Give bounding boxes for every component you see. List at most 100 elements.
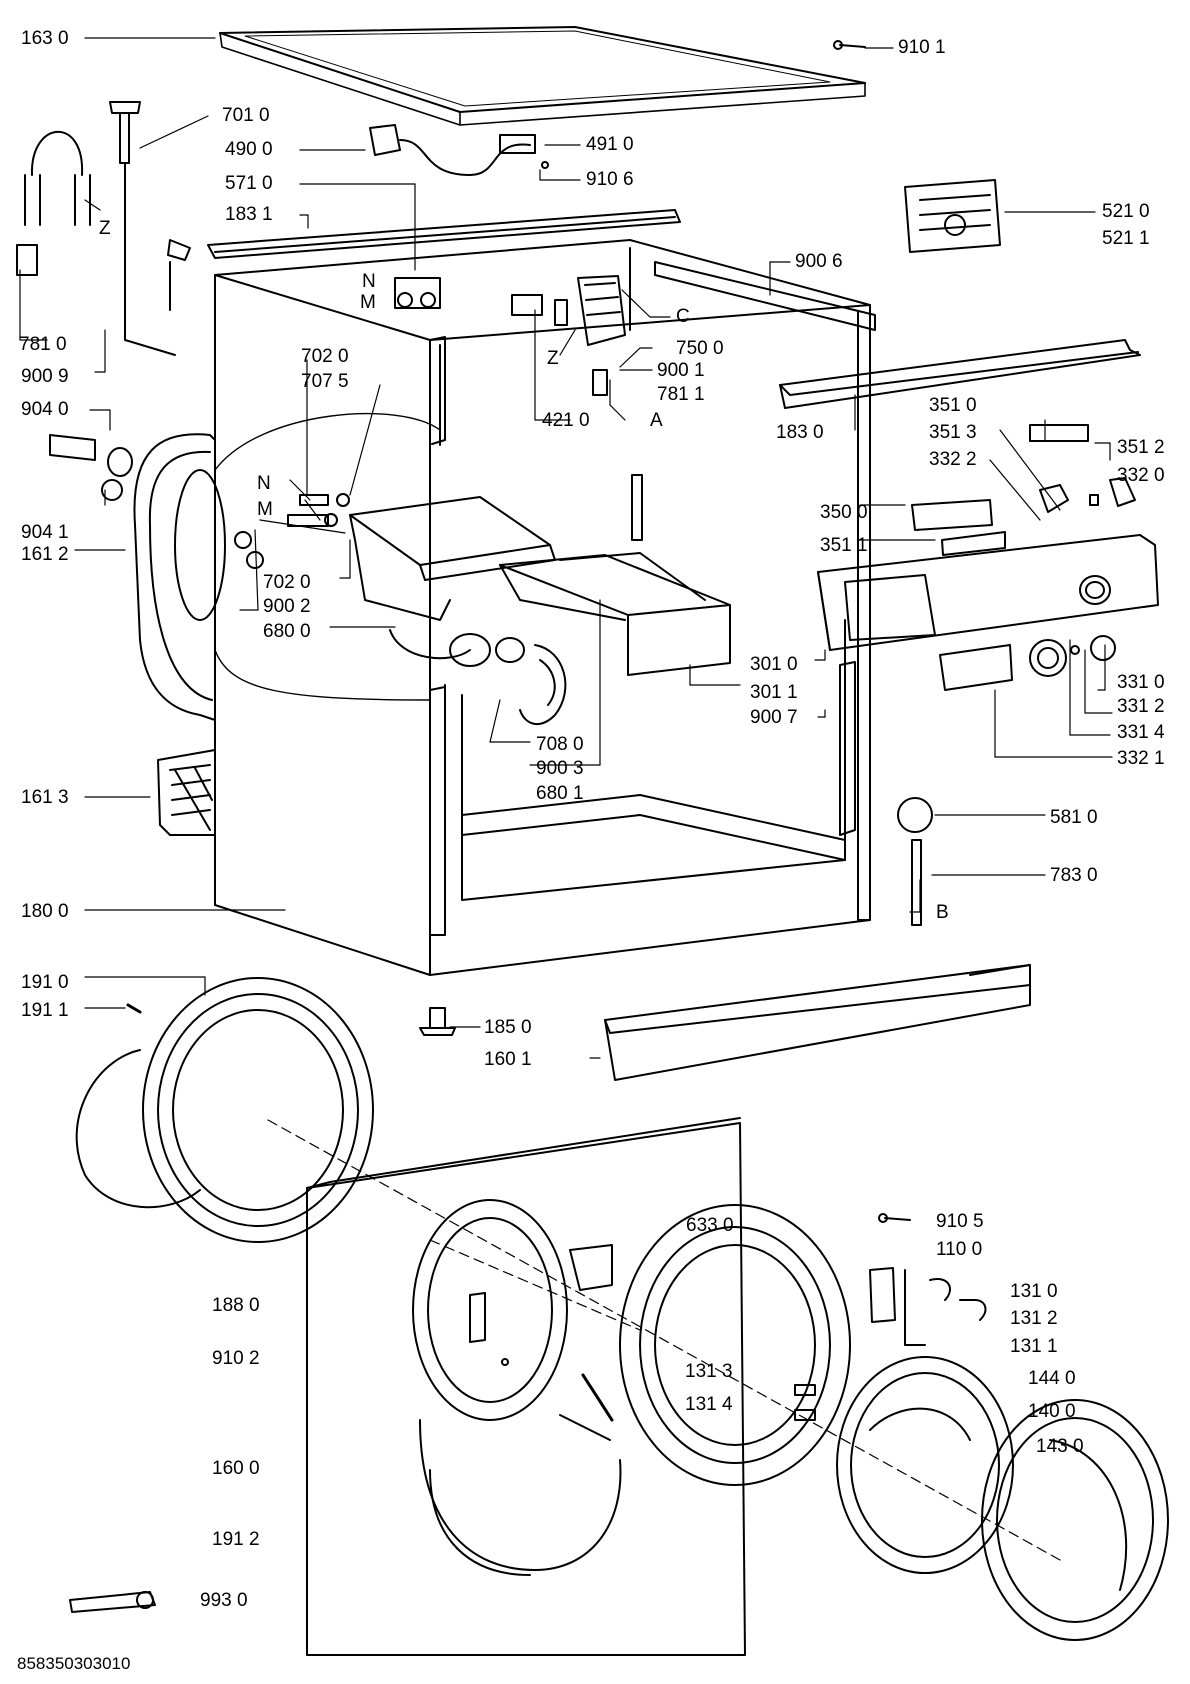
label-161-2: 161 2 — [21, 544, 69, 565]
detergent-housing-part — [350, 497, 555, 666]
label-191-1: 191 1 — [21, 1000, 69, 1021]
label-185-0: 185 0 — [484, 1017, 532, 1038]
label-n-valve: N — [362, 271, 376, 292]
label-b: B — [936, 902, 949, 923]
pin-part — [128, 1005, 140, 1012]
label-m-nozzle: M — [257, 499, 273, 520]
label-910-2: 910 2 — [212, 1348, 260, 1369]
label-521-1: 521 1 — [1102, 228, 1150, 249]
rod-spring-part — [583, 1375, 612, 1420]
label-110-0: 110 0 — [936, 1239, 983, 1260]
label-c: C — [676, 306, 690, 327]
label-708-0: 708 0 — [536, 734, 584, 755]
label-143-0: 143 0 — [1036, 1436, 1084, 1457]
label-910-5: 910 5 — [936, 1211, 984, 1232]
filter-cover-part — [158, 750, 215, 835]
label-160-1: 160 1 — [484, 1049, 532, 1070]
label-633-0: 633 0 — [686, 1215, 734, 1236]
label-z-hose: Z — [99, 218, 111, 239]
label-910-1: 910 1 — [898, 37, 946, 58]
document-code: 858350303010 — [17, 1654, 131, 1673]
label-131-4: 131 4 — [685, 1394, 733, 1415]
top-lid-part — [220, 27, 865, 125]
power-cable-part — [370, 125, 535, 175]
label-750-0: 750 0 — [676, 338, 724, 359]
label-421-0: 421 0 — [542, 410, 590, 431]
label-191-0: 191 0 — [21, 972, 69, 993]
door-outer-part — [982, 1400, 1168, 1640]
label-351-1: 351 1 — [820, 535, 868, 556]
foot-bolt-part — [50, 435, 132, 500]
door-glass-part — [837, 1357, 1013, 1573]
label-900-7: 900 7 — [750, 707, 798, 728]
rear-rail-part — [208, 210, 680, 258]
control-panel-part — [818, 535, 1158, 650]
label-904-1: 904 1 — [21, 522, 69, 543]
top-rail-part — [780, 340, 1140, 408]
right-rail-part — [655, 262, 875, 330]
side-panel-part — [134, 434, 225, 720]
label-581-0: 581 0 — [1050, 807, 1098, 828]
label-332-2: 332 2 — [929, 449, 977, 470]
label-183-0: 183 0 — [776, 422, 824, 443]
label-163-0: 163 0 — [21, 28, 69, 49]
door-gasket-part — [77, 978, 373, 1242]
cable-strip-part — [840, 662, 855, 835]
inlet-hose-part — [17, 132, 90, 275]
label-783-0: 783 0 — [1050, 865, 1098, 886]
door-hinge-parts — [470, 1245, 612, 1440]
label-161-3: 161 3 — [21, 787, 69, 808]
valve-nozzles-part — [235, 494, 349, 568]
label-331-0: 331 0 — [1117, 672, 1165, 693]
label-191-2: 191 2 — [212, 1529, 260, 1550]
axis-lines — [268, 1120, 1060, 1560]
label-131-1: 131 1 — [1010, 1336, 1058, 1357]
label-160-0: 160 0 — [212, 1458, 260, 1479]
label-701-0: 701 0 — [222, 105, 270, 126]
label-z-filter: Z — [547, 348, 559, 369]
label-m-valve: M — [360, 292, 376, 313]
pcb-part — [905, 180, 1000, 252]
foot-part — [420, 1008, 455, 1035]
label-140-0: 140 0 — [1028, 1401, 1076, 1422]
front-panel-part — [307, 1118, 745, 1655]
rod-part — [632, 475, 642, 540]
interference-filter-part — [512, 276, 625, 395]
label-993-0: 993 0 — [200, 1590, 248, 1611]
label-521-0: 521 0 — [1102, 201, 1150, 222]
screws — [542, 41, 910, 1222]
label-490-0: 490 0 — [225, 139, 273, 160]
label-131-3: 131 3 — [685, 1361, 733, 1382]
drain-hose-part — [496, 638, 565, 724]
label-183-1: 183 1 — [225, 204, 273, 225]
label-910-6: 910 6 — [586, 169, 634, 190]
label-900-9: 900 9 — [21, 366, 69, 387]
detergent-drawer-part — [500, 553, 730, 675]
hinge-part — [795, 1268, 985, 1420]
label-900-6: 900 6 — [795, 251, 843, 272]
label-491-0: 491 0 — [586, 134, 634, 155]
label-680-0: 680 0 — [263, 621, 311, 642]
label-301-0: 301 0 — [750, 654, 798, 675]
label-131-2: 131 2 — [1010, 1308, 1058, 1329]
label-331-2: 331 2 — [1117, 696, 1165, 717]
label-131-0: 131 0 — [1010, 1281, 1058, 1302]
label-781-0: 781 0 — [19, 334, 67, 355]
label-332-0: 332 0 — [1117, 465, 1165, 486]
label-n-nozzle: N — [257, 473, 271, 494]
label-900-2: 900 2 — [263, 596, 311, 617]
pressure-switch-part — [898, 798, 932, 925]
label-900-3: 900 3 — [536, 758, 584, 779]
label-301-1: 301 1 — [750, 682, 798, 703]
door-frame-part — [620, 1205, 850, 1485]
door-tool-part — [70, 1592, 155, 1612]
label-144-0: 144 0 — [1028, 1368, 1076, 1389]
label-680-1: 680 1 — [536, 783, 584, 804]
label-702-0-top: 702 0 — [301, 346, 349, 367]
label-702-0-bottom: 702 0 — [263, 572, 311, 593]
label-571-0: 571 0 — [225, 173, 273, 194]
label-707-5: 707 5 — [301, 371, 349, 392]
inlet-pipe-part — [110, 102, 190, 355]
